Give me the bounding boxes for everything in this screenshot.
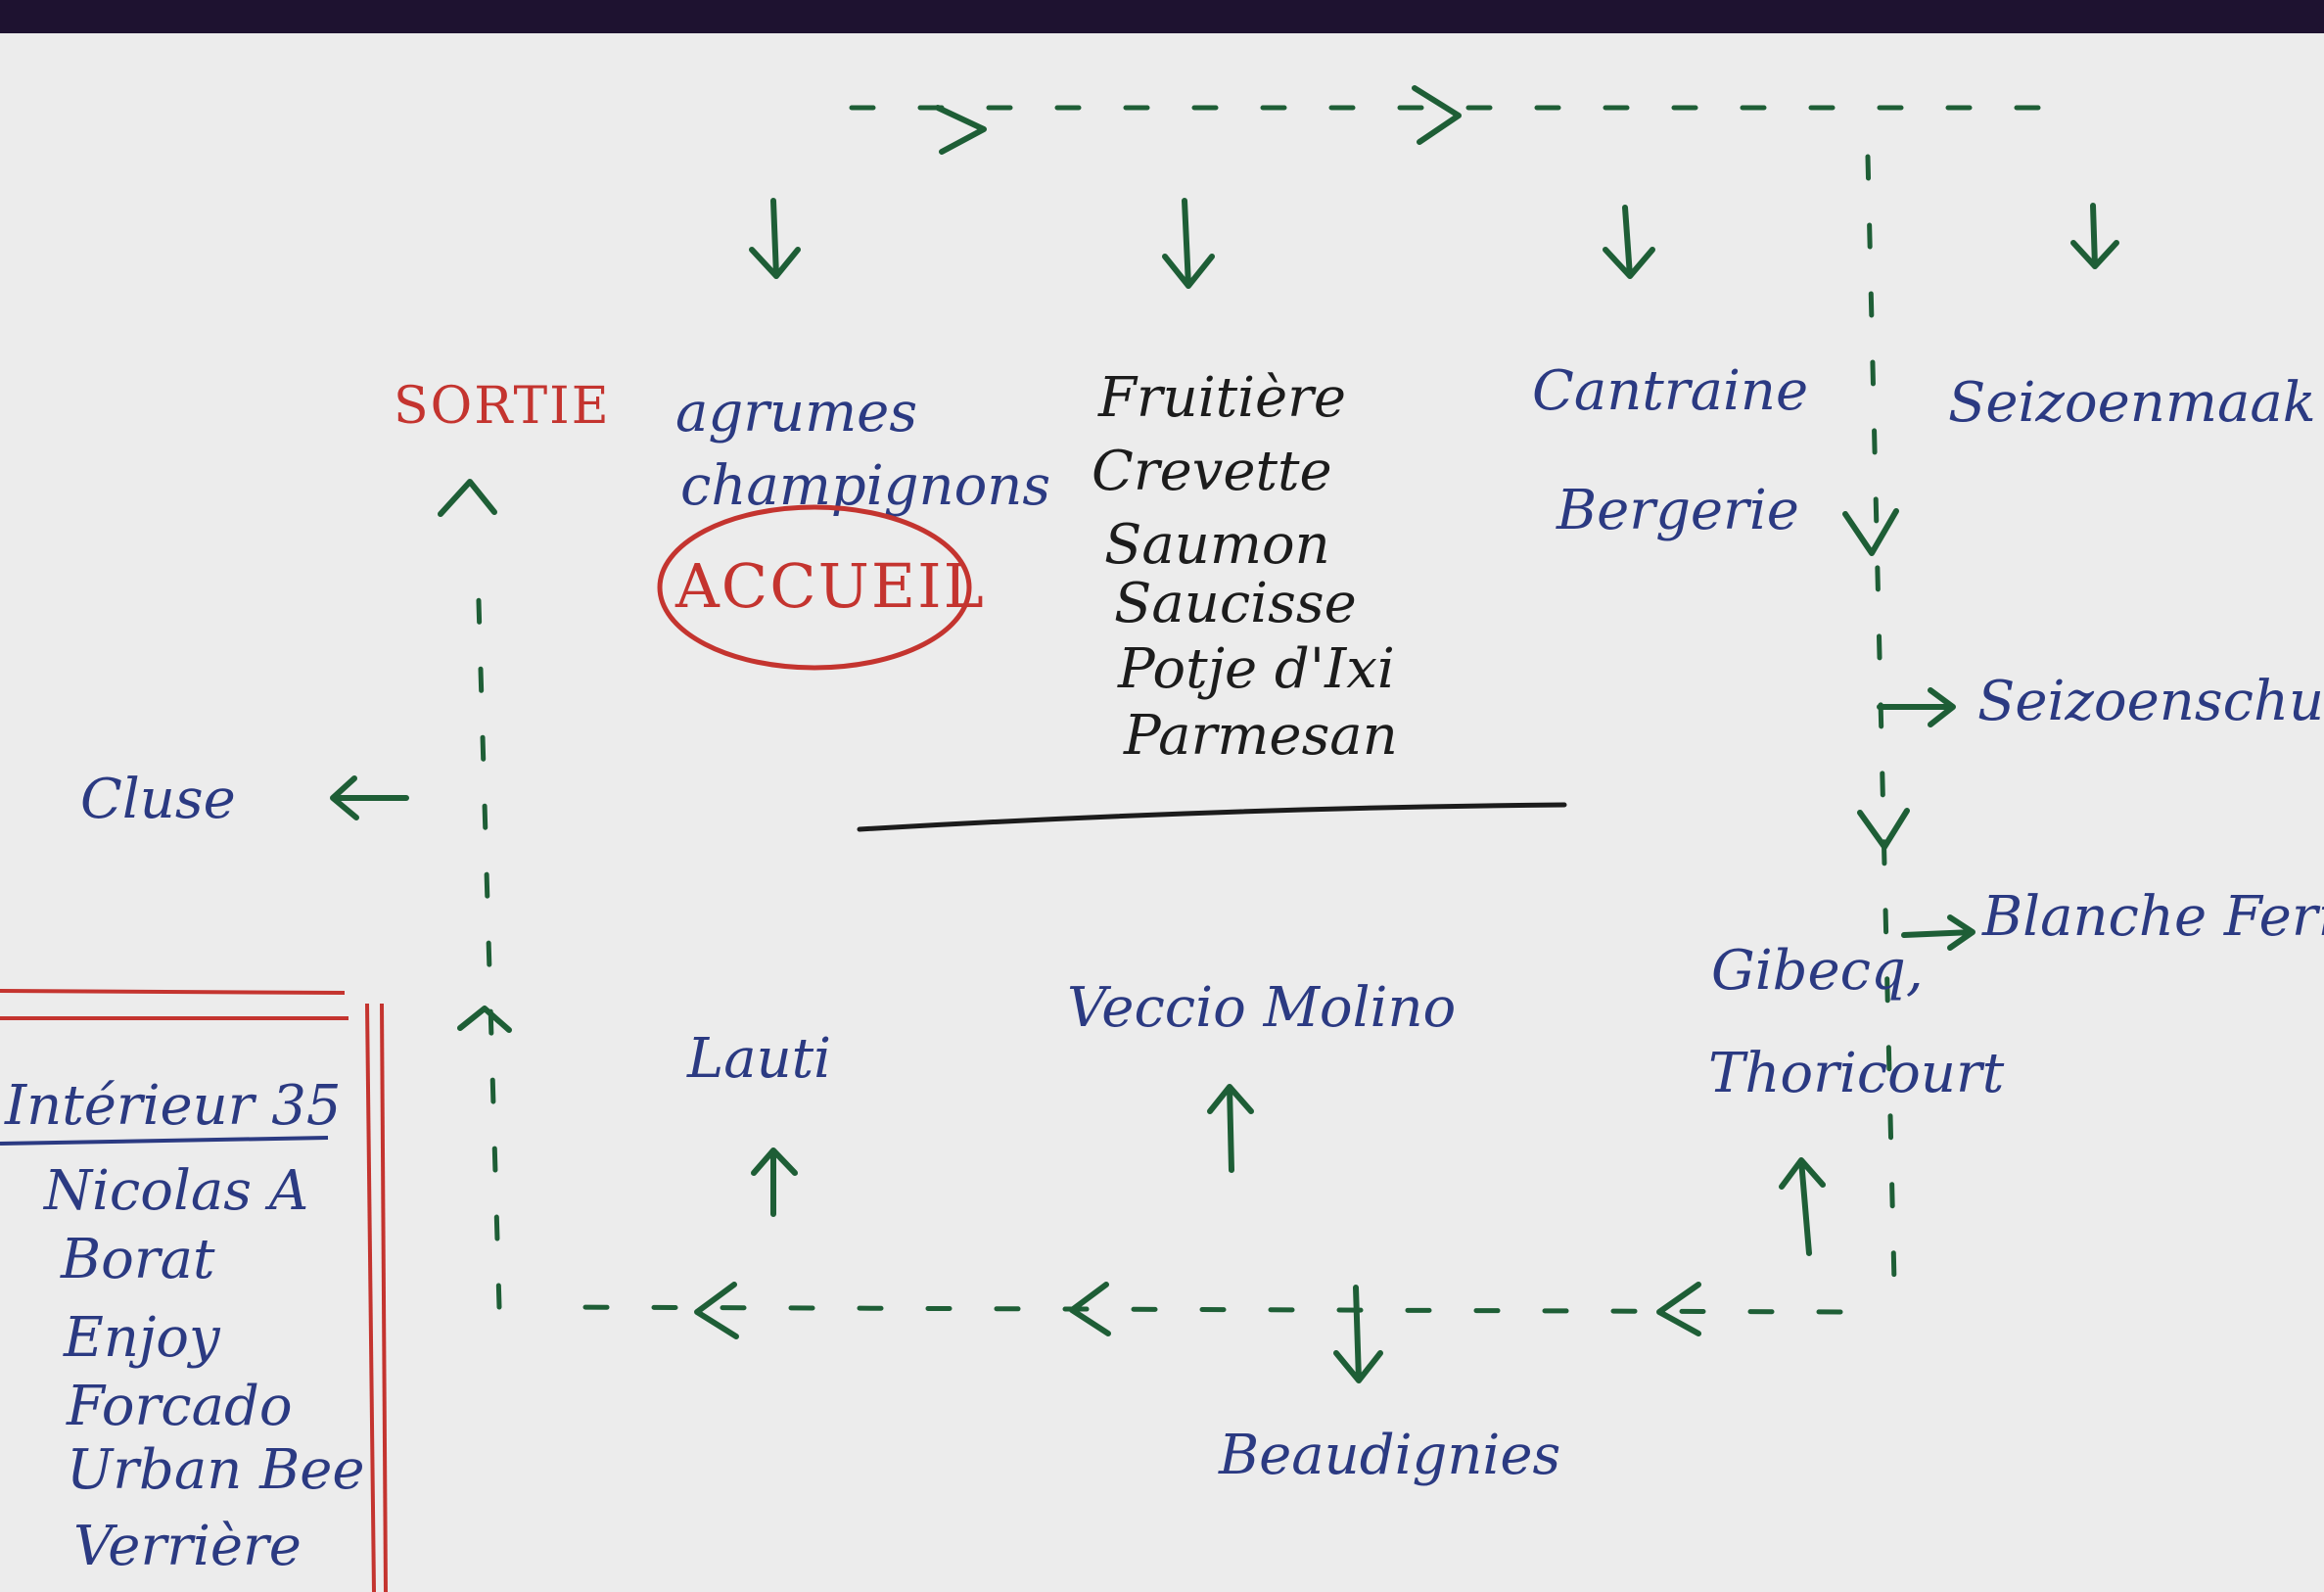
chevron-down-icon [1842,508,1899,556]
column-item: Potje d'Ixi [1117,637,1395,701]
column-item: agrumes [675,381,917,445]
interieur-item: Urban Bee [67,1438,365,1502]
accueil-oval [657,504,972,671]
thoricourt-label: Thoricourt [1708,1042,2005,1105]
divider-line [857,802,1567,832]
column-agrumes: agrumes champignons [675,381,1050,518]
chevron-right-icon [935,105,987,155]
sortie-label: SORTIE [394,377,611,436]
bergerie-label: Bergerie [1556,479,1799,542]
down-arrows [749,198,2119,289]
column-item: Saucisse [1114,572,1357,635]
chevron-up-icon [438,479,497,517]
gibecq-label: Gibecq, [1711,939,1924,1003]
column-item: Fruitière [1097,366,1346,430]
arrow-down-icon [1603,205,1655,279]
arrow-left-icon [330,775,409,820]
column-item: Saumon [1104,513,1330,577]
seizoenschuim-label: Seizoenschuim [1977,670,2324,733]
arrow-down-icon [2070,203,2119,269]
interieur-item: Enjoy [63,1306,221,1370]
arrow-right-icon [1877,687,1956,727]
column-item: champignons [680,454,1050,518]
arrow-up-icon [1779,1157,1826,1256]
interieur-box: Intérieur 35 Nicolas A Borat Enjoy Forca… [0,989,388,1592]
beaudignies-label: Beaudignies [1218,1424,1560,1487]
route-lines [475,105,2068,1315]
interieur-item: Forcado [66,1375,293,1438]
chevron-left-icon [1069,1282,1111,1336]
interieur-item: Verrière [73,1515,302,1578]
seizoenmaak-label: Seizoenmaak [1948,371,2316,435]
route-bottom [555,1304,1843,1315]
arrow-down-icon [1162,198,1215,289]
chevron-down-icon [1857,808,1910,850]
arrow-right-icon [1901,914,1975,951]
route-right [1865,154,1897,1286]
veccio-molino-label: Veccio Molino [1067,976,1456,1040]
route-left [475,565,502,1310]
cluse-label: Cluse [80,768,236,831]
column-item: Crevette [1092,440,1332,503]
accueil-label: ACCUEIL [674,550,986,622]
box-right-line-inner [380,1003,388,1592]
blanche-ferme-label: Blanche Ferme [1981,885,2324,949]
title-underline [0,1136,329,1146]
interieur-title: Intérieur 35 [4,1074,342,1138]
box-right-line [365,1003,376,1592]
box-top-line [0,989,346,995]
arrow-down-icon [1333,1285,1383,1383]
chevron-left-icon [694,1282,739,1339]
arrow-up-icon [1207,1084,1254,1173]
cantraine-label: Cantraine [1532,359,1808,423]
lauti-label: Lauti [686,1027,831,1091]
arrow-up-icon [751,1147,798,1217]
chevron-right-icon [1412,85,1462,145]
chevron-up-icon [457,1006,512,1033]
interieur-item: Borat [60,1228,215,1291]
column-fruitiere: Fruitière Crevette Saumon Saucisse Potje… [1092,366,1398,768]
arrow-down-icon [749,198,801,279]
column-item: Parmesan [1123,704,1398,768]
interieur-item: Nicolas A [42,1159,308,1223]
chevron-left-icon [1656,1282,1701,1336]
